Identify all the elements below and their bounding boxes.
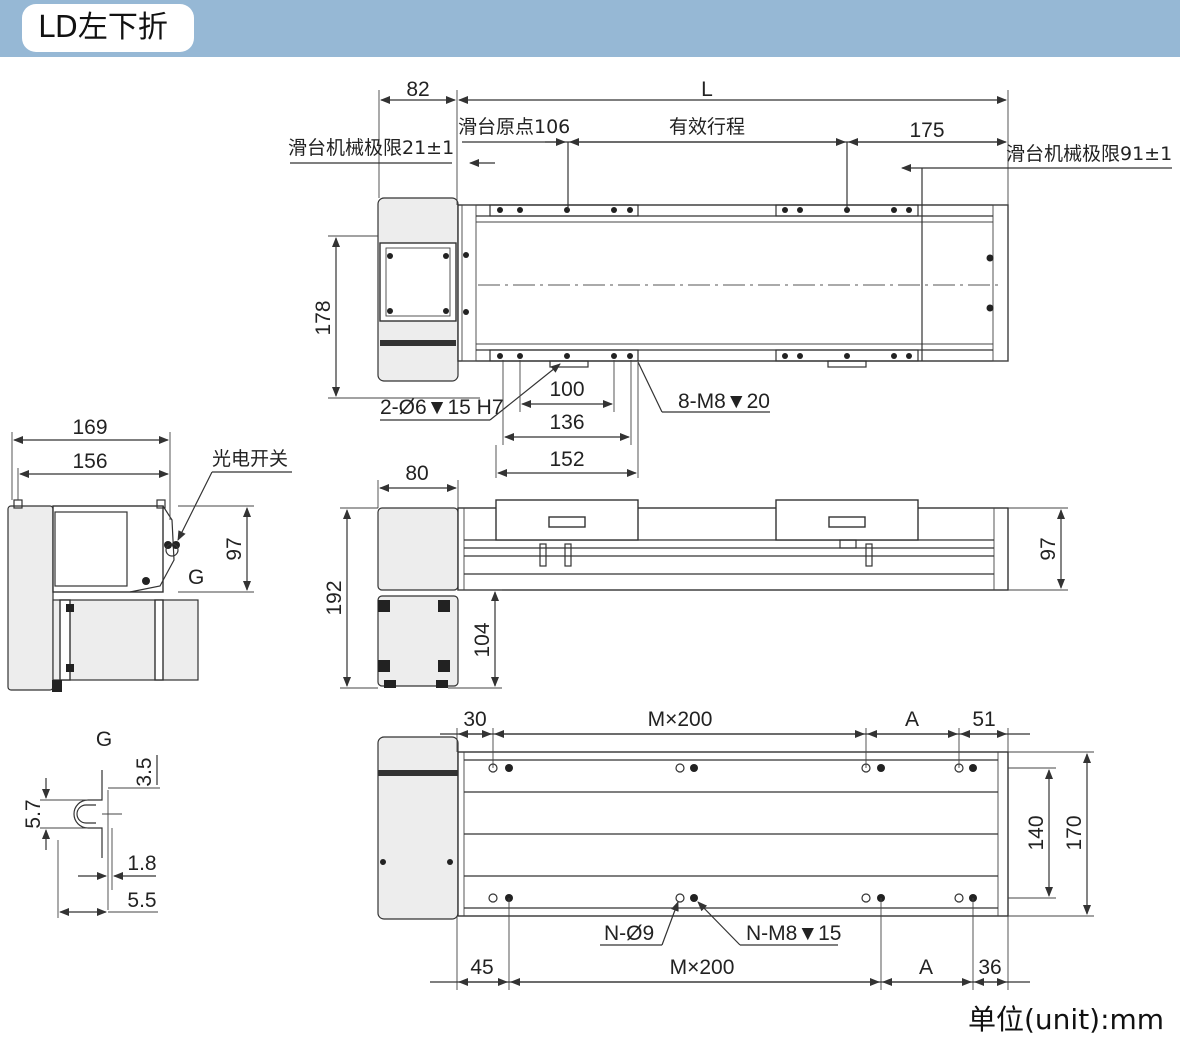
dim-80: 80: [405, 462, 428, 485]
dim-36: 36: [978, 956, 1001, 979]
label-limit-left: 滑台机械极限21±1: [288, 137, 454, 159]
end-view-plate: [7, 505, 54, 691]
label-n-hole: N-Ø9: [604, 922, 654, 945]
dim-A-top: A: [905, 708, 919, 731]
dim-97-side: 97: [1037, 537, 1060, 560]
top-bolts: [387, 207, 994, 359]
dim-51: 51: [972, 708, 995, 731]
dim-156: 156: [72, 450, 107, 473]
top-view: 82 L 滑台原点106 有效行程 175 滑台机械极限21±1 滑台机械极限9…: [288, 78, 1172, 478]
top-rail-body: [457, 204, 1009, 362]
label-sensor: 光电开关: [212, 448, 288, 470]
detail-g: G 3.5 5.7 1.8 5.5: [22, 728, 160, 918]
label-origin: 滑台原点106: [458, 116, 570, 138]
dim-192: 192: [323, 580, 346, 615]
top-motor-band: [380, 340, 456, 346]
detail-g-title: G: [96, 728, 112, 751]
dim-3-5: 3.5: [133, 757, 156, 786]
label-limit-right: 滑台机械极限91±1: [1006, 143, 1172, 165]
label-n-thread: N-M8▼15: [746, 922, 841, 945]
dim-169: 169: [72, 416, 107, 439]
dim-152: 152: [549, 448, 584, 471]
side-view: 80 192 104 97: [323, 462, 1068, 689]
label-hole: 2-Ø6▼15 H7: [380, 396, 504, 419]
dim-170: 170: [1063, 815, 1086, 850]
end-view-motor: [52, 599, 199, 681]
dim-136: 136: [549, 411, 584, 434]
top-motor-face: [385, 247, 451, 317]
unit-note: 单位(unit):mm: [968, 1003, 1165, 1036]
dim-mx200-bottom: M×200: [670, 956, 735, 979]
top-carriage-left-upper: [489, 204, 639, 217]
dim-45: 45: [470, 956, 493, 979]
dim-82: 82: [406, 78, 429, 101]
page-title: LD左下折: [38, 10, 168, 45]
dim-30: 30: [463, 708, 486, 731]
label-detail-mark: G: [188, 566, 204, 589]
label-thread: 8-M8▼20: [678, 390, 770, 413]
bottom-view: 30 M×200 A 51 140 170 N-Ø9 N-M8▼15: [377, 708, 1094, 990]
dim-1-8: 1.8: [127, 852, 156, 875]
dim-mx200-top: M×200: [648, 708, 713, 731]
dim-5-5: 5.5: [127, 889, 156, 912]
bottom-motor-housing: [377, 736, 459, 920]
dim-L: L: [701, 78, 713, 101]
top-rail-endcap-right: [992, 204, 1009, 362]
dim-175: 175: [909, 119, 944, 142]
dim-100: 100: [549, 378, 584, 401]
side-motor-upper: [377, 507, 459, 591]
top-rail-endcap-left: [461, 204, 477, 362]
dim-178: 178: [312, 300, 335, 335]
dim-A-bottom: A: [919, 956, 933, 979]
header-bar: [0, 0, 1180, 57]
dim-5-7: 5.7: [22, 799, 45, 828]
header-tab: [22, 4, 194, 52]
label-stroke: 有效行程: [669, 116, 745, 138]
dim-97-end: 97: [223, 537, 246, 560]
dim-104: 104: [471, 622, 494, 657]
end-view: 169 156 光电开关 G 97: [7, 416, 292, 692]
dim-140: 140: [1025, 815, 1048, 850]
